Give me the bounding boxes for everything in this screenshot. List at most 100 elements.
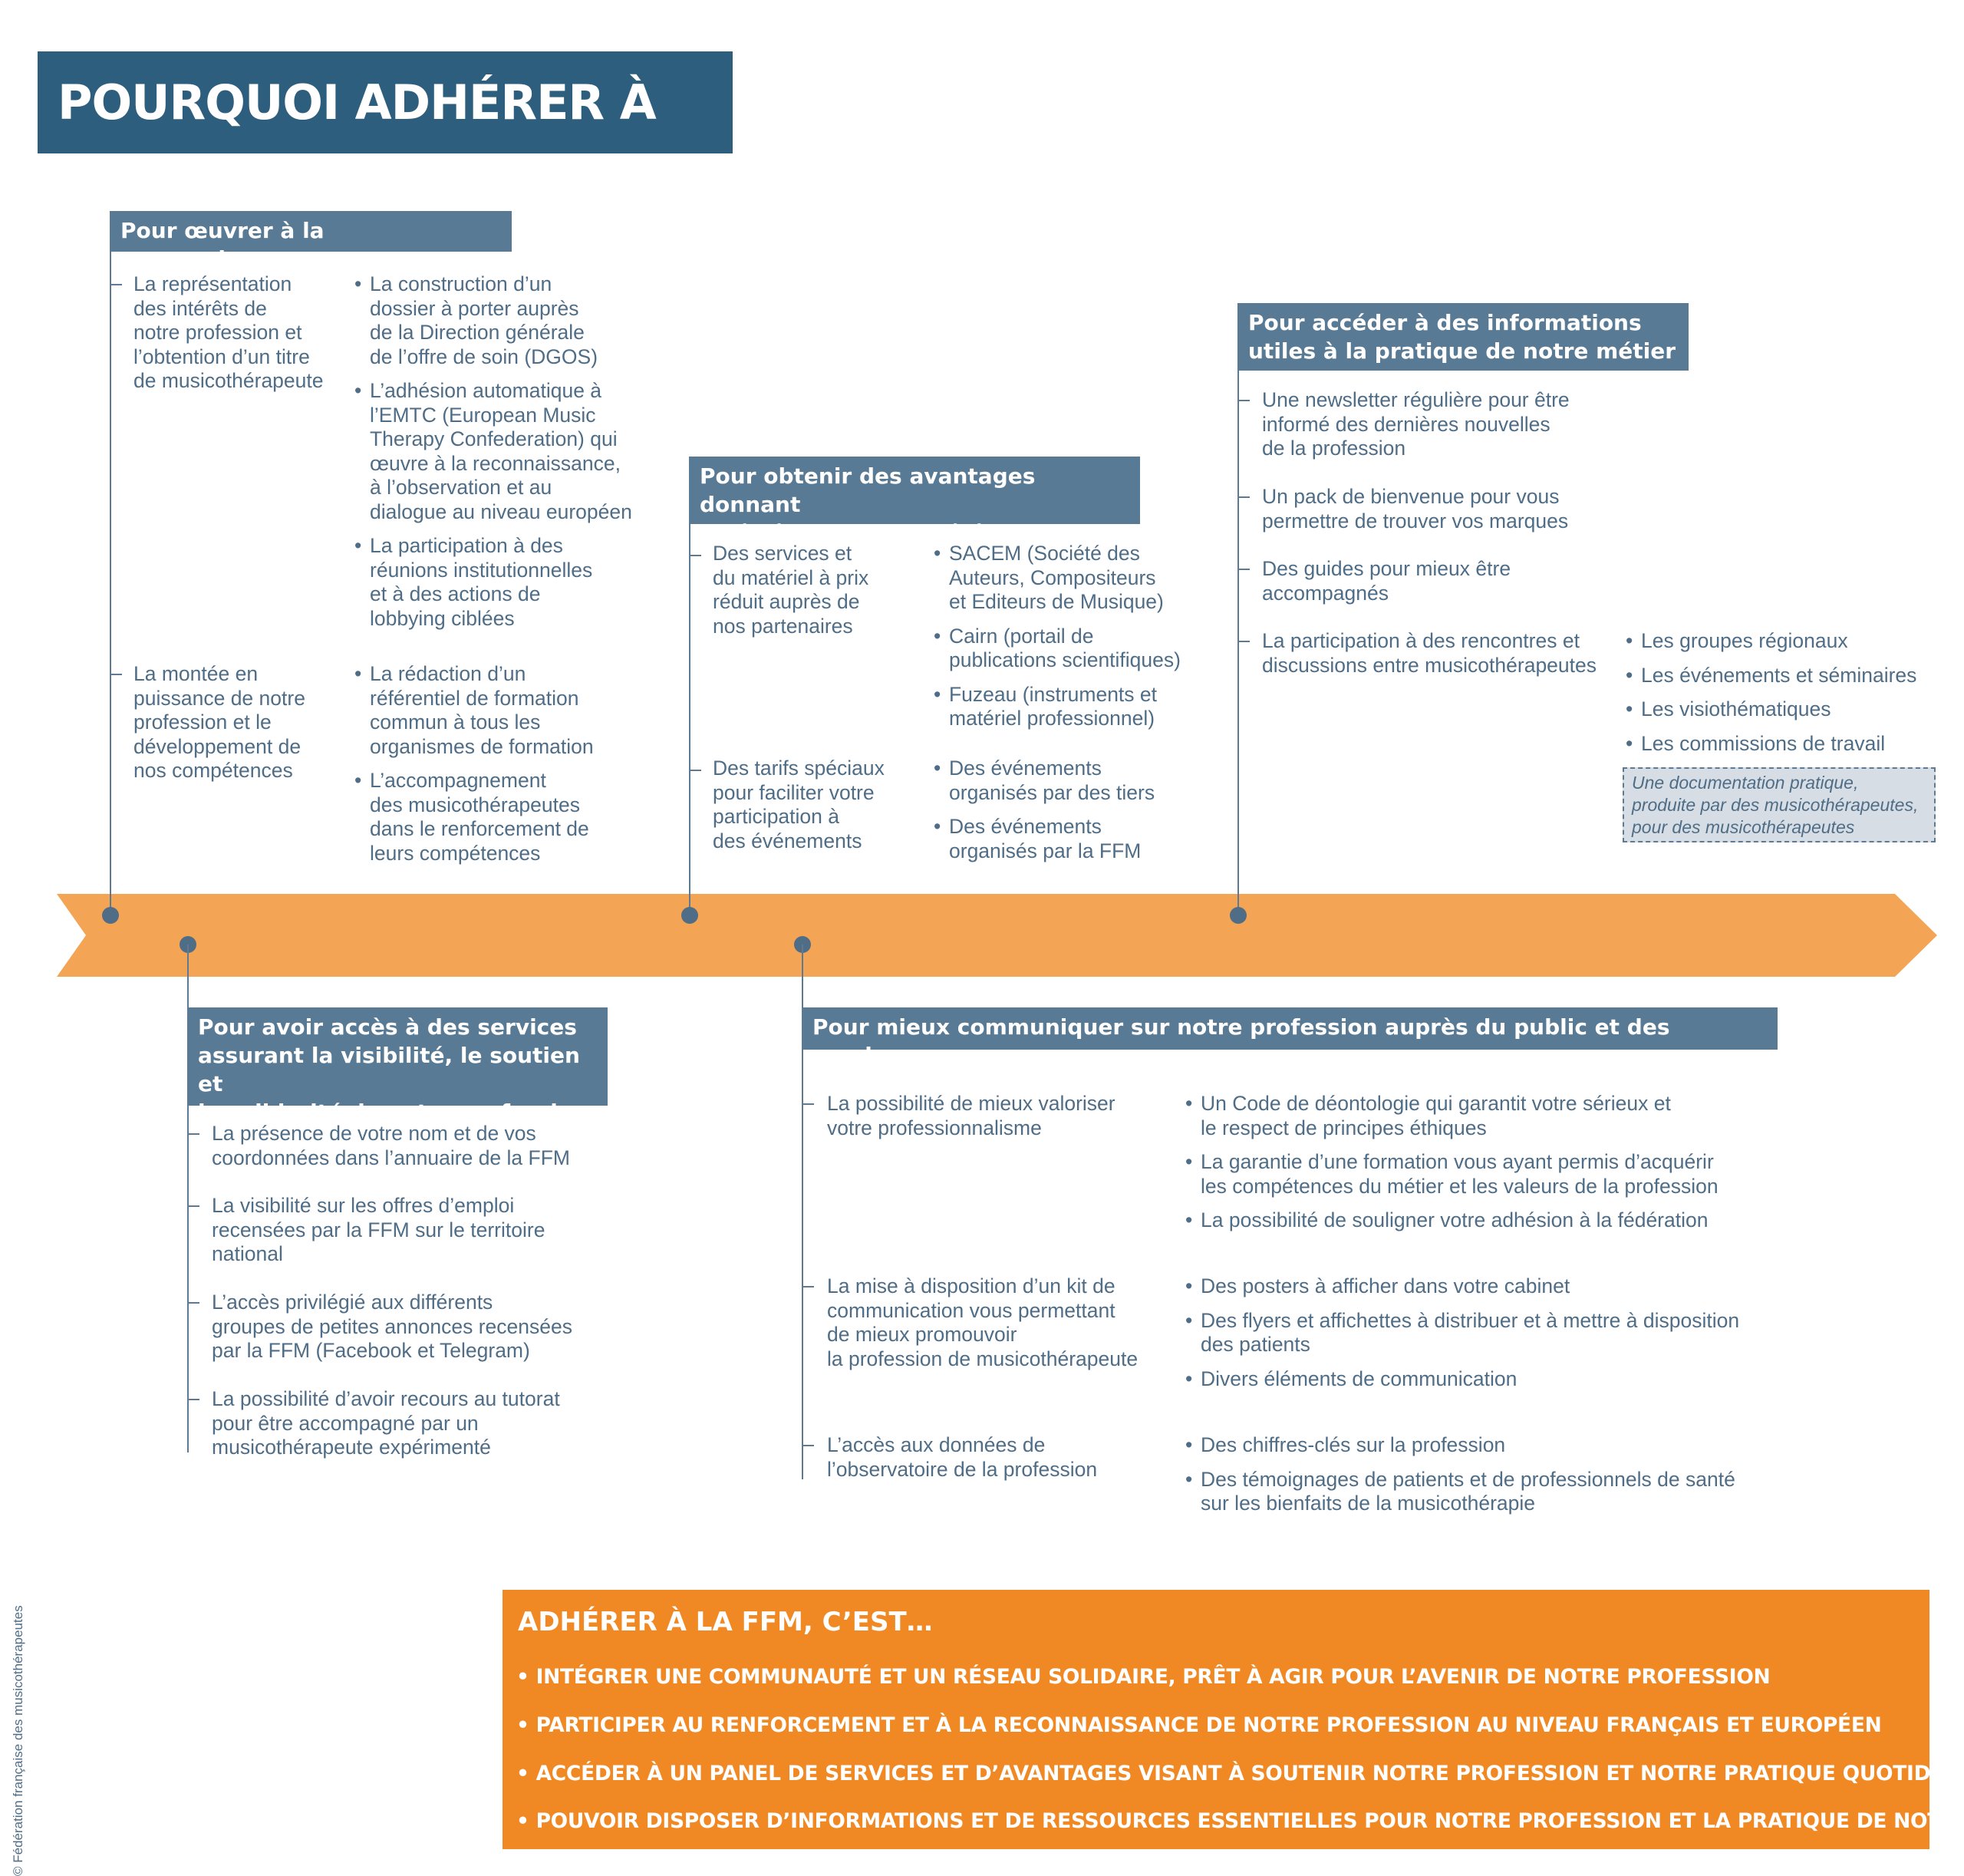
text-line: L’accompagnement: [370, 769, 546, 792]
list-item: Des flyers et affichettes à distribuer e…: [1185, 1309, 1739, 1357]
timeline-dot: [681, 907, 698, 924]
s3-item-1: Une newsletter régulière pour être infor…: [1262, 388, 1570, 461]
connector-tick: [1237, 496, 1250, 498]
connector-line: [1237, 303, 1239, 915]
s4-item-3: L’accès privilégié aux différents groupe…: [212, 1291, 572, 1363]
text-line: recensées par la FFM sur le territoire: [212, 1218, 545, 1241]
text-line: votre professionnalisme: [827, 1116, 1042, 1139]
text-line: discussions entre musicothérapeutes: [1262, 653, 1597, 677]
connector-tick: [1237, 569, 1250, 570]
text-line: Des événements: [949, 757, 1102, 780]
heading-text: Pour accéder à des informations: [1248, 310, 1642, 335]
text-line: organismes de formation: [370, 734, 594, 758]
list-item: Fuzeau (instruments et matériel professi…: [934, 683, 1181, 731]
text-line: des musicothérapeutes: [370, 793, 580, 816]
list-item: Des posters à afficher dans votre cabine…: [1185, 1274, 1739, 1299]
text-line: sur les bienfaits de la musicothérapie: [1201, 1492, 1536, 1515]
text-line: La participation à des: [370, 534, 563, 557]
connector-tick: [689, 555, 701, 556]
text-line: Des services et: [713, 542, 852, 565]
text-line: réunions institutionnelles: [370, 558, 593, 582]
s1-item-a: La représentation des intérêts de notre …: [133, 272, 324, 394]
section-heading-recognition: Pour œuvrer à la reconnaissance: [110, 211, 512, 272]
text-line: dans le renforcement de: [370, 817, 589, 840]
text-line: Des posters à afficher dans votre cabine…: [1201, 1274, 1570, 1297]
text-line: profession et le: [133, 711, 272, 734]
s3-item-4: La participation à des rencontres et dis…: [1262, 629, 1597, 678]
summary-item: • PARTICIPER AU RENFORCEMENT ET À LA REC…: [516, 1713, 1882, 1737]
list-item: Un Code de déontologie qui garantit votr…: [1185, 1092, 1718, 1140]
text-line: les compétences du métier et les valeurs…: [1201, 1174, 1718, 1198]
text-line: matériel professionnel): [949, 707, 1155, 730]
summary-box: ADHÉRER À LA FFM, C’EST… • INTÉGRER UNE …: [503, 1590, 1964, 1849]
text-line: La possibilité d’avoir recours au tutora…: [212, 1387, 560, 1410]
text-line: nos compétences: [133, 759, 293, 782]
text-line: La visibilité sur les offres d’emploi: [212, 1194, 515, 1217]
timeline-dot: [102, 907, 119, 924]
text-line: La construction d’un: [370, 272, 552, 295]
text-line: La participation à des rencontres et: [1262, 629, 1580, 652]
text-line: œuvre à la reconnaissance,: [370, 451, 621, 475]
connector-tick: [110, 284, 122, 285]
documentation-note: Une documentation pratique, produite par…: [1623, 767, 1936, 842]
list-item: Les commissions de travail: [1626, 732, 1916, 757]
text-line: leurs compétences: [370, 841, 541, 865]
text-line: par la FFM (Facebook et Telegram): [212, 1339, 530, 1362]
text-line: La garantie d’une formation vous ayant p…: [1201, 1150, 1714, 1173]
heading-text: utiles à la pratique de notre métier: [1248, 338, 1676, 364]
s2-bullets-b: Des événements organisés par des tiers D…: [934, 757, 1155, 863]
text-line: dossier à porter auprès: [370, 296, 579, 320]
list-item: La garantie d’une formation vous ayant p…: [1185, 1150, 1718, 1198]
connector-tick: [802, 1445, 814, 1446]
list-item: Les événements et séminaires: [1626, 664, 1916, 688]
text-line: dialogue au niveau européen: [370, 499, 632, 523]
copyright-note: © Fédération française des musicothérape…: [11, 1605, 25, 1876]
heading-text: la solidarité de notre profession: [198, 1100, 588, 1125]
list-item: Des chiffres-clés sur la profession: [1185, 1433, 1735, 1458]
text-line: nos partenaires: [713, 614, 853, 638]
text-line: Un pack de bienvenue pour vous: [1262, 485, 1560, 508]
text-line: produite par des musicothérapeutes,: [1632, 795, 1919, 815]
connector-tick: [187, 1133, 199, 1135]
connector-tick: [689, 770, 701, 771]
section-heading-information: Pour accéder à des informations utiles à…: [1237, 303, 1689, 371]
heading-text: Pour obtenir des avantages donnant: [700, 463, 1036, 517]
text-line: lobbying ciblées: [370, 606, 515, 630]
text-line: permettre de trouver vos marques: [1262, 509, 1569, 532]
connector-tick: [187, 1205, 199, 1207]
s1-bullets-b: La rédaction d’un référentiel de formati…: [354, 662, 594, 865]
text-line: publications scientifiques): [949, 648, 1181, 671]
connector-line: [802, 945, 803, 1479]
text-line: et Editeurs de Musique): [949, 590, 1164, 613]
text-line: informé des dernières nouvelles: [1262, 412, 1550, 436]
text-line: des événements: [713, 829, 862, 852]
text-line: pour faciliter votre: [713, 780, 875, 804]
connector-tick: [802, 1103, 814, 1105]
text-line: du matériel à prix: [713, 565, 869, 589]
text-line: le respect de principes éthiques: [1201, 1116, 1487, 1139]
connector-line: [187, 945, 189, 1452]
list-item: La participation à des réunions institut…: [354, 534, 632, 631]
s1-item-b: La montée en puissance de notre professi…: [133, 662, 305, 783]
text-line: à l’observation et au: [370, 476, 552, 499]
text-line: organisés par des tiers: [949, 780, 1155, 804]
text-line: La présence de votre nom et de vos: [212, 1122, 536, 1145]
text-line: L’accès aux données de: [827, 1433, 1046, 1456]
summary-item: • POUVOIR DISPOSER D’INFORMATIONS ET DE …: [516, 1809, 1964, 1833]
connector-tick: [802, 1286, 814, 1287]
s4-item-2: La visibilité sur les offres d’emploi re…: [212, 1194, 545, 1267]
text-line: de l’offre de soin (DGOS): [370, 345, 598, 368]
s2-item-b: Des tarifs spéciaux pour faciliter votre…: [713, 757, 885, 853]
list-item: Des événements organisés par des tiers: [934, 757, 1155, 805]
list-item: Des événements organisés par la FFM: [934, 815, 1155, 863]
connector-tick: [187, 1302, 199, 1304]
text-line: Fuzeau (instruments et: [949, 682, 1158, 706]
text-line: Des chiffres-clés sur la profession: [1201, 1433, 1506, 1456]
page-title: POURQUOI ADHÉRER À LA FFM ?: [38, 51, 733, 232]
text-line: développement de: [133, 734, 302, 758]
text-line: référentiel de formation: [370, 686, 579, 710]
text-line: commun à tous les: [370, 711, 541, 734]
text-line: Un Code de déontologie qui garantit votr…: [1201, 1092, 1671, 1115]
s5-item-a: La possibilité de mieux valoriser votre …: [827, 1092, 1115, 1140]
